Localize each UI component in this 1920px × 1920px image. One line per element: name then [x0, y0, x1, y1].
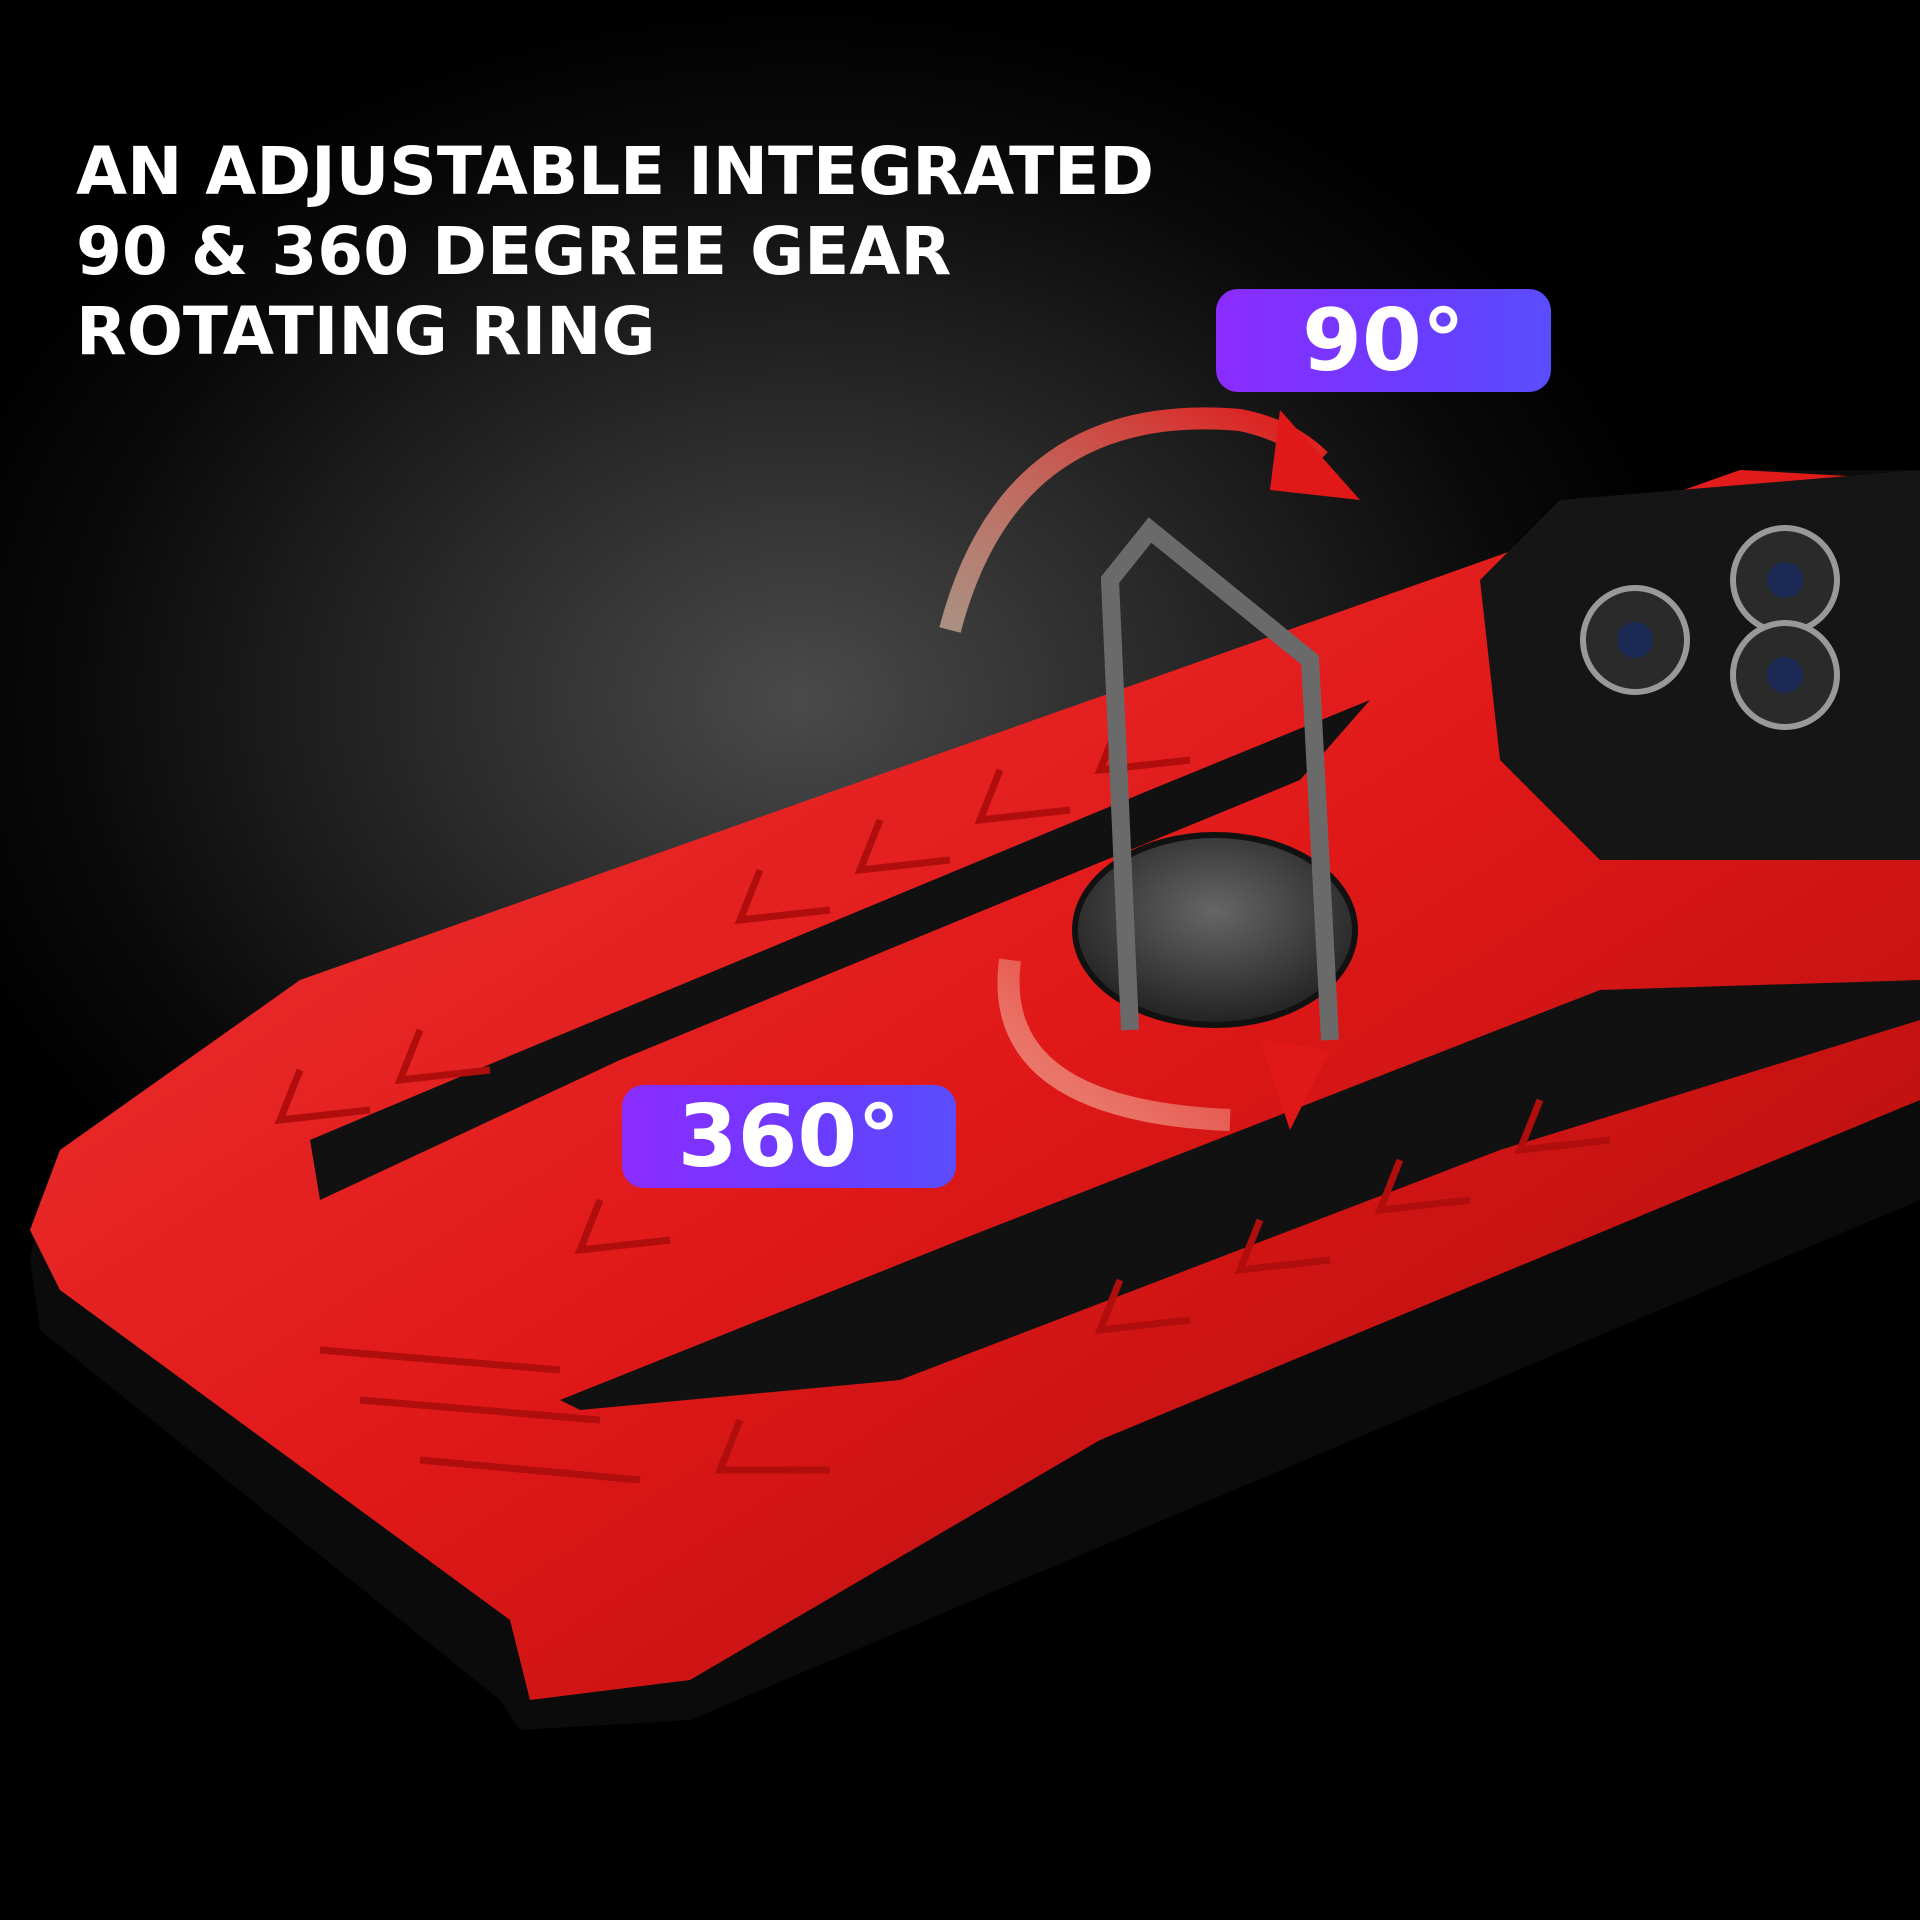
- headline-line: 90 & 360 DEGREE GEAR: [76, 213, 952, 290]
- headline: AN ADJUSTABLE INTEGRATED 90 & 360 DEGREE…: [76, 132, 1154, 372]
- rotation-arrow-360-icon: [1260, 1040, 1330, 1130]
- phone-case: [30, 470, 1920, 1730]
- badge-90-degree: 90°: [1216, 289, 1551, 392]
- rotation-arrow-90-icon: [939, 407, 1360, 633]
- ring-holder: [997, 517, 1358, 1131]
- badge-360-degree: 360°: [622, 1085, 956, 1188]
- headline-line: AN ADJUSTABLE INTEGRATED: [76, 133, 1154, 210]
- headline-line: ROTATING RING: [76, 293, 656, 370]
